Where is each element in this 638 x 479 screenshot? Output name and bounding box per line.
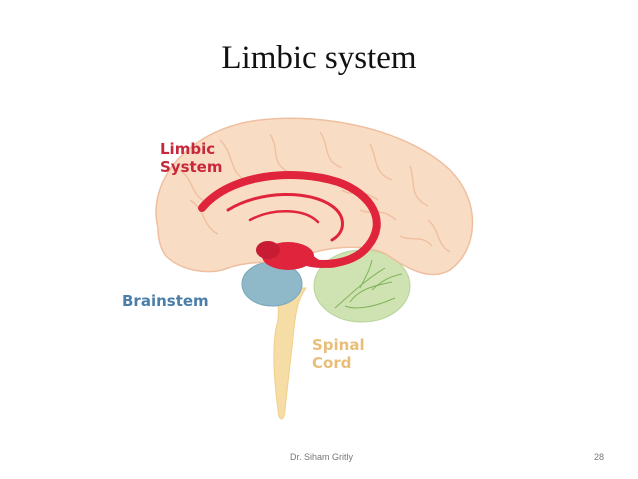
cerebellum-branches <box>334 259 403 309</box>
cerebral-folds <box>179 131 451 253</box>
limbic-structures <box>198 170 381 270</box>
slide-number: 28 <box>594 452 605 462</box>
brain-illustration: Limbic System Brainstem Spinal Cord <box>122 117 474 420</box>
label-brainstem: Brainstem <box>122 292 209 310</box>
spinal-cord <box>266 287 307 420</box>
label-limbic-line1: Limbic <box>160 140 215 158</box>
footer-author: Dr. Siham Gritly <box>290 452 354 462</box>
label-limbic-line2: System <box>160 158 222 176</box>
brain-diagram: Limbic System Brainstem Spinal Cord <box>110 110 500 430</box>
slide-title: Limbic system <box>221 40 417 76</box>
label-spinal-line2: Cord <box>312 354 351 372</box>
label-spinal-line1: Spinal <box>312 336 365 354</box>
